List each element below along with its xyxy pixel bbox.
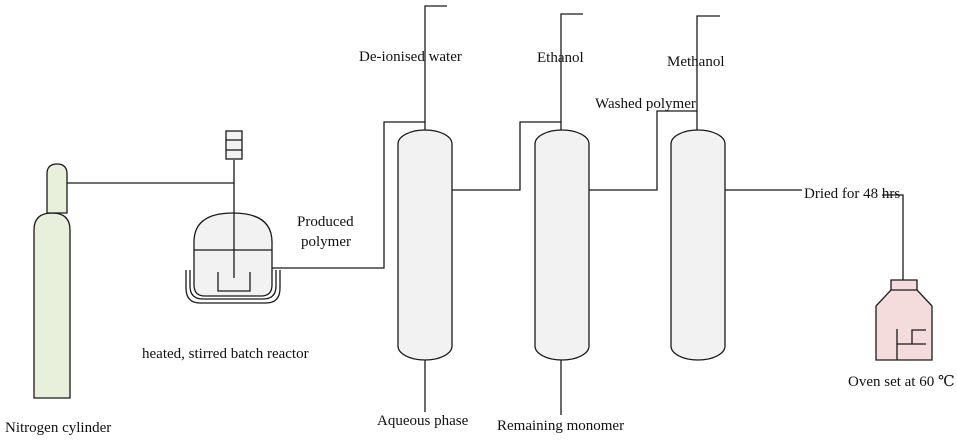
nitrogen-feed-line: [67, 160, 235, 184]
oven: [875, 279, 933, 361]
column1-to-column2-line: [452, 121, 561, 191]
nitrogen-cylinder-neck: [46, 163, 68, 214]
nitrogen-cylinder-label: Nitrogen cylinder: [5, 420, 111, 436]
water-feed-line: [424, 5, 447, 136]
reactor-motor: [225, 130, 243, 160]
dried-label: Dried for 48 hrs: [804, 186, 900, 202]
produced-label-line1: Produced: [297, 214, 354, 230]
batch-reactor: [185, 183, 281, 304]
column-2: [534, 13, 590, 415]
reactor-heating-jacket: [185, 270, 281, 304]
ethanol-feed-line: [560, 13, 583, 136]
reactor-heating-jacket-inner: [189, 270, 277, 300]
aqueous-phase-label: Aqueous phase: [377, 413, 469, 429]
nitrogen-cylinder: [33, 163, 71, 399]
methanol-feed-line: [696, 15, 720, 136]
oven-element: [897, 329, 926, 345]
washed-polymer-label: Washed polymer: [595, 96, 696, 112]
reactor-vessel: [193, 212, 273, 297]
remaining-monomer-label: Remaining monomer: [497, 418, 624, 434]
produced-polymer-line: [272, 121, 425, 269]
methanol-label: Methanol: [667, 54, 725, 70]
column-3: [670, 15, 726, 361]
oven-feed-line: [882, 194, 904, 280]
nitrogen-cylinder-body: [33, 212, 71, 399]
washed-polymer-line: [589, 110, 697, 191]
ethanol-label: Ethanol: [537, 50, 584, 66]
oven-body: [875, 279, 933, 361]
oven-label: Oven set at 60 ℃: [848, 374, 955, 390]
column-1: [397, 5, 453, 412]
produced-label-line2: polymer: [301, 234, 351, 250]
stirrer-blade: [217, 272, 251, 292]
water-label: De-ionised water: [359, 49, 462, 65]
reactor-label: heated, stirred batch reactor: [142, 346, 309, 362]
